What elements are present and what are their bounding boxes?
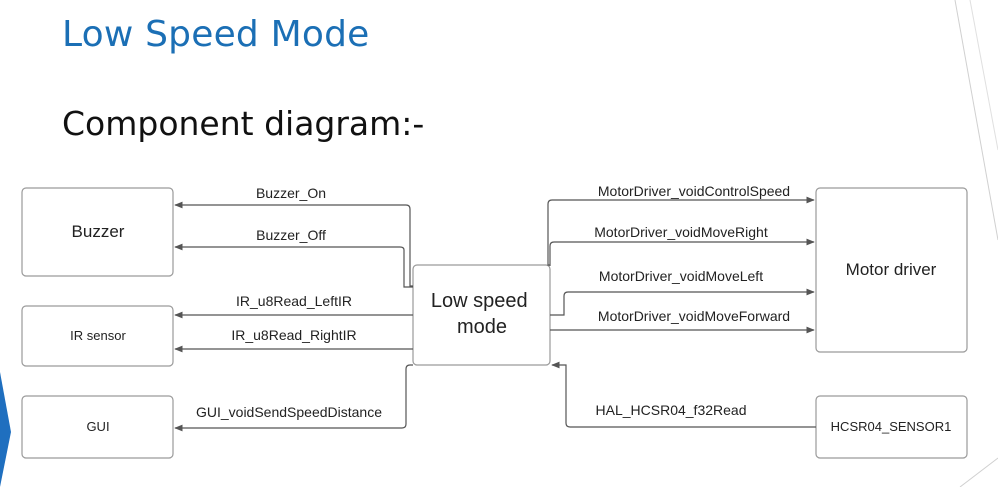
slide-title: Low Speed Mode — [62, 14, 370, 55]
buzzer-label: Buzzer — [72, 222, 125, 241]
accent-stripe — [0, 372, 11, 487]
hcsr04-read-connector — [551, 361, 816, 428]
motor-left-label: MotorDriver_voidMoveLeft — [599, 268, 763, 284]
gui-box — [21, 395, 174, 459]
low-speed-mode-box — [412, 264, 551, 366]
buzzer-on-connector — [174, 201, 413, 287]
gui-send-connector — [174, 364, 413, 432]
gui-send-label: GUI_voidSendSpeedDistance — [196, 404, 382, 420]
ir-left-label: IR_u8Read_LeftIR — [236, 293, 352, 309]
hcsr04-label: HCSR04_SENSOR1 — [831, 419, 952, 434]
buzzer-off-connector — [174, 243, 413, 288]
low-speed-mode-line-1: Low speed — [431, 290, 528, 312]
ir-right-label: IR_u8Read_RightIR — [231, 327, 356, 343]
slide-corner-decoration — [954, 0, 998, 487]
buzzer-off-label: Buzzer_Off — [256, 227, 326, 243]
motor-speed-label: MotorDriver_voidControlSpeed — [598, 183, 790, 199]
hcsr04-read-label: HAL_HCSR04_f32Read — [596, 402, 747, 418]
motor-driver-box — [815, 187, 968, 353]
motor-forward-label: MotorDriver_voidMoveForward — [598, 308, 790, 324]
low-speed-mode-line-2: mode — [457, 316, 507, 338]
ir-sensor-label: IR sensor — [70, 328, 126, 343]
motor-right-connector — [549, 238, 815, 266]
motor-left-connector — [550, 288, 815, 316]
motor-speed-connector — [547, 196, 815, 266]
buzzer-on-label: Buzzer_On — [256, 185, 326, 201]
ir-sensor-box — [21, 305, 174, 367]
low-speed-mode-label: Low speed mode — [431, 290, 533, 338]
motor-right-label: MotorDriver_voidMoveRight — [594, 224, 768, 240]
buzzer-box — [21, 187, 174, 277]
slide-subtitle: Component diagram:- — [62, 104, 425, 143]
gui-label: GUI — [86, 419, 109, 434]
motor-driver-label: Motor driver — [846, 260, 937, 279]
